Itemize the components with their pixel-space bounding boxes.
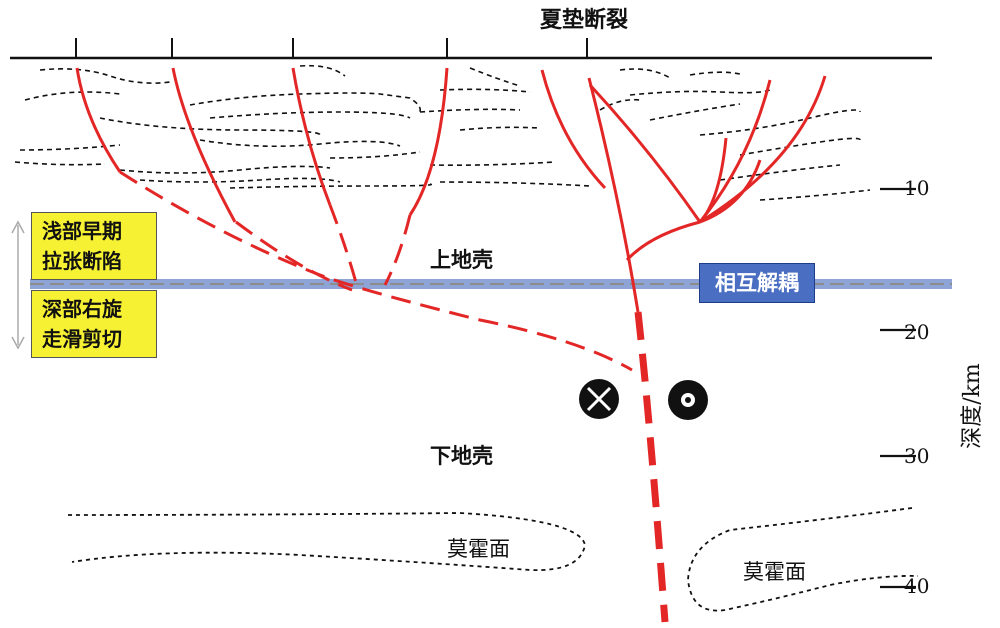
- lower-crust-label: 下地壳: [430, 444, 493, 468]
- depth-axis-title: 深度/km: [960, 363, 985, 449]
- deep-box-line2: 走滑剪切: [42, 327, 122, 351]
- upper-crust-label: 上地壳: [430, 248, 493, 272]
- fault-name-label: 夏垫断裂: [540, 8, 629, 33]
- main-fault-deep-dashed: [634, 311, 669, 623]
- surface-ticks: [75, 38, 588, 58]
- shallow-faults: [75, 67, 827, 313]
- sediment-strata: [14, 64, 871, 201]
- shallow-extension-box: 浅部早期 拉张断陷: [31, 212, 157, 280]
- slip-out-of-page-icon: [668, 380, 708, 420]
- depth-tick-30: 30: [904, 444, 930, 468]
- depth-tick-marks: [880, 187, 916, 589]
- shallow-box-line2: 拉张断陷: [42, 249, 122, 273]
- deep-faults-dashed: [119, 170, 633, 372]
- moho-lines: [67, 507, 919, 612]
- shallow-box-line1: 浅部早期: [42, 219, 122, 243]
- vertical-double-arrow: [11, 220, 25, 350]
- slip-into-page-icon: [579, 379, 619, 419]
- deep-strike-slip-box: 深部右旋 走滑剪切: [31, 290, 157, 358]
- deep-box-line1: 深部右旋: [42, 297, 122, 321]
- depth-tick-40: 40: [904, 574, 930, 598]
- decoupling-box: 相互解耦: [699, 263, 815, 303]
- depth-tick-10: 10: [904, 176, 930, 200]
- depth-tick-20: 20: [904, 320, 930, 344]
- moho-label-right: 莫霍面: [743, 560, 806, 584]
- moho-label-left: 莫霍面: [447, 537, 510, 561]
